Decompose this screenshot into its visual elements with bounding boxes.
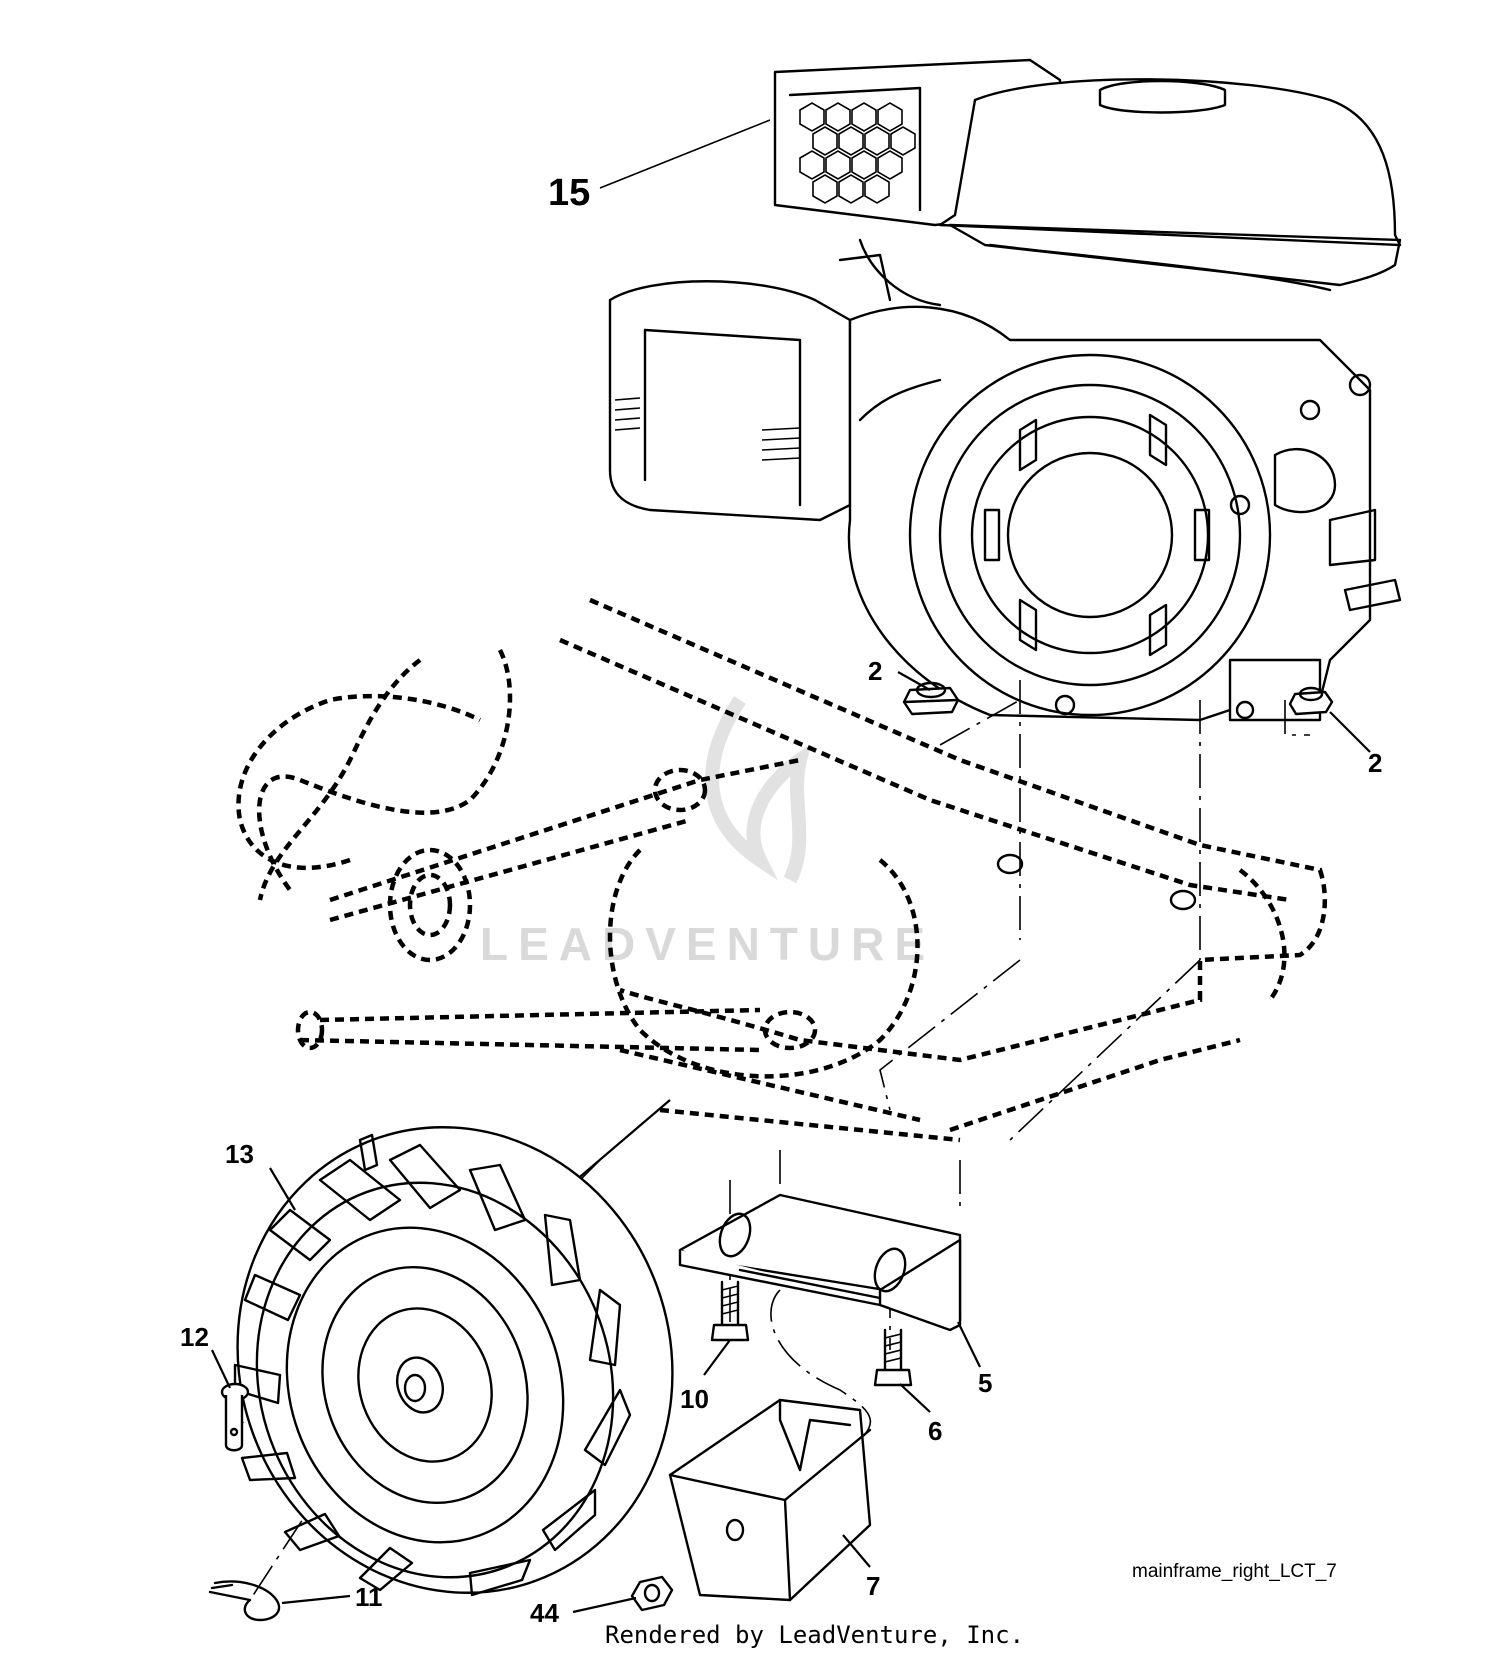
callout-13: 13 [225, 1139, 254, 1169]
watermark: LEADVENTURE [480, 696, 935, 970]
callout-44: 44 [530, 1598, 559, 1628]
figure-id: mainframe_right_LCT_7 [1132, 1561, 1337, 1582]
callout-15: 15 [548, 172, 590, 214]
callout-11: 11 [355, 1582, 383, 1612]
callout-12: 12 [180, 1322, 209, 1352]
callout-2-left: 2 [868, 656, 882, 686]
clevis-pin-drawing [220, 1382, 250, 1452]
nut-left-drawing [902, 681, 960, 716]
hex-nut-drawing [630, 1575, 674, 1612]
hairpin-clip-drawing [208, 1580, 281, 1622]
bracket-drawing [678, 1193, 962, 1332]
tiller-frame-phantom [236, 597, 1327, 1143]
bolt-left-drawing [710, 1280, 750, 1342]
callout-6: 6 [928, 1416, 942, 1446]
watermark-text: LEADVENTURE [480, 918, 935, 970]
leader-lines [211, 119, 1371, 1614]
weight-block-drawing [668, 1398, 872, 1602]
callout-7: 7 [866, 1571, 880, 1601]
tire-drawing [233, 1126, 674, 1597]
engine-drawing [608, 58, 1402, 722]
bolt-right-drawing [873, 1328, 913, 1387]
render-credit: Rendered by LeadVenture, Inc. [605, 1621, 1024, 1649]
callout-10: 10 [680, 1384, 709, 1414]
callout-5: 5 [978, 1368, 992, 1398]
callout-2-right: 2 [1368, 748, 1382, 778]
nut-right-drawing [1288, 686, 1334, 716]
